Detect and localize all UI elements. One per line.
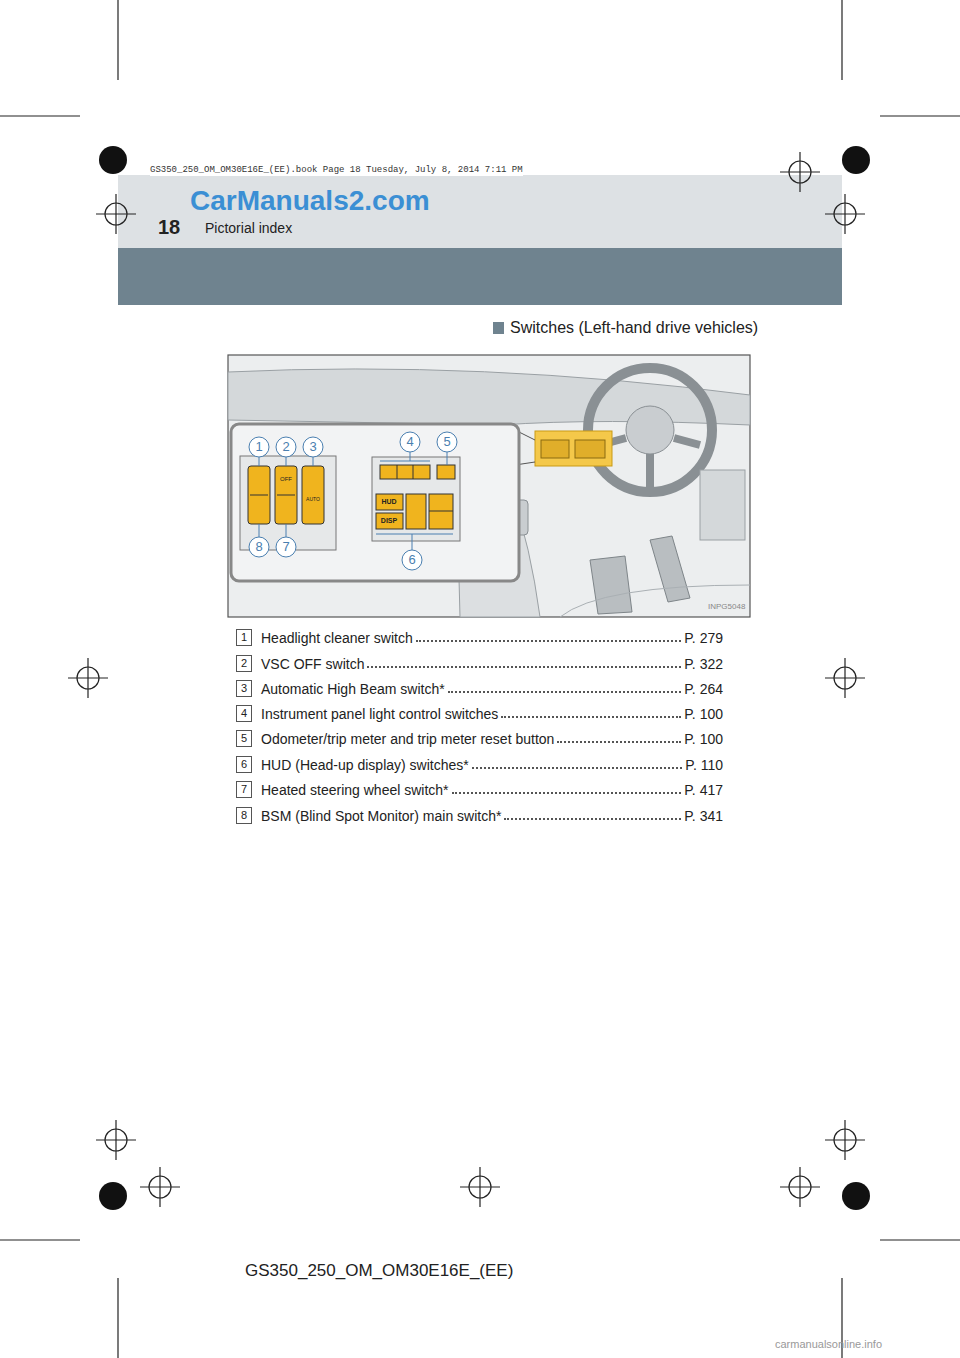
page-ref: P. 110: [685, 757, 723, 773]
title-bullet: [493, 322, 504, 334]
callout-number: 4: [236, 705, 252, 722]
item-text: Instrument panel light control switches: [261, 706, 498, 722]
item-text: Odometer/trip meter and trip meter reset…: [261, 731, 554, 747]
index-row: 4 Instrument panel light control switches…: [236, 702, 723, 722]
dot-leader: [501, 716, 681, 718]
callout-number: 4: [406, 435, 413, 449]
callout-number: 3: [309, 440, 316, 454]
watermark: carmanualsonline.info: [775, 1338, 882, 1350]
figure-code: INPG5048: [708, 603, 745, 612]
item-text: Headlight cleaner switch: [261, 630, 413, 646]
dot-leader: [472, 767, 683, 769]
dot-leader: [416, 640, 682, 642]
index-row: 8 BSM (Blind Spot Monitor) main switch* P.…: [236, 804, 723, 824]
dot-leader: [448, 691, 682, 693]
switch-text: OFF: [280, 476, 292, 483]
index-row: 6 HUD (Head-up display) switches* P. 110: [236, 753, 723, 773]
running-head: Pictorial index: [205, 221, 292, 236]
page-ref: P. 341: [684, 808, 723, 824]
switch-text: AUTO: [306, 497, 320, 503]
index-row: 1 Headlight cleaner switch P. 279: [236, 626, 723, 646]
page-ref: P. 100: [684, 731, 723, 747]
dot-leader: [504, 818, 681, 820]
callout-number: 6: [408, 553, 415, 567]
item-text: Heated steering wheel switch*: [261, 782, 449, 798]
page-ref: P. 417: [684, 782, 723, 798]
header-band: [118, 175, 842, 248]
callout-number: 2: [236, 655, 252, 672]
index-row: 7 Heated steering wheel switch* P. 417: [236, 778, 723, 798]
page-ref: P. 279: [684, 630, 723, 646]
callout-number: 1: [236, 629, 252, 646]
callout-number: 5: [236, 730, 252, 747]
callout-number: 7: [282, 540, 289, 554]
index-row: 3 Automatic High Beam switch* P. 264: [236, 677, 723, 697]
page-ref: P. 100: [684, 706, 723, 722]
callout-number: 5: [443, 435, 450, 449]
index-row: 5 Odometer/trip meter and trip meter rese…: [236, 727, 723, 747]
callout-number: 8: [255, 540, 262, 554]
header-band-dark: [118, 248, 842, 305]
switch-illustration: [228, 355, 750, 617]
callout-number: 8: [236, 807, 252, 824]
page-ref: P. 322: [684, 656, 723, 672]
item-text: BSM (Blind Spot Monitor) main switch*: [261, 808, 501, 824]
dot-leader: [452, 792, 682, 794]
dot-leader: [557, 741, 681, 743]
callout-number: 2: [282, 440, 289, 454]
item-text: VSC OFF switch: [261, 656, 364, 672]
item-text: HUD (Head-up display) switches*: [261, 757, 469, 773]
switch-text: DISP: [381, 517, 397, 525]
index-row: 2 VSC OFF switch P. 322: [236, 652, 723, 672]
watermark: CarManuals2.com: [190, 186, 430, 217]
callout-number: 6: [236, 756, 252, 773]
page-ref: P. 264: [684, 681, 723, 697]
footer-code: GS350_250_OM_OM30E16E_(EE): [245, 1262, 513, 1281]
callout-number: 3: [236, 680, 252, 697]
callout-number: 1: [255, 440, 262, 454]
callout-number: 7: [236, 781, 252, 798]
file-header: GS350_250_OM_OM30E16E_(EE).book Page 18 …: [150, 166, 523, 176]
switch-text: HUD: [381, 498, 396, 506]
dot-leader: [367, 666, 681, 668]
item-text: Automatic High Beam switch*: [261, 681, 445, 697]
page-number: 18: [158, 216, 180, 238]
section-title: Switches (Left-hand drive vehicles): [510, 319, 758, 337]
corner-targets: [99, 146, 870, 1210]
